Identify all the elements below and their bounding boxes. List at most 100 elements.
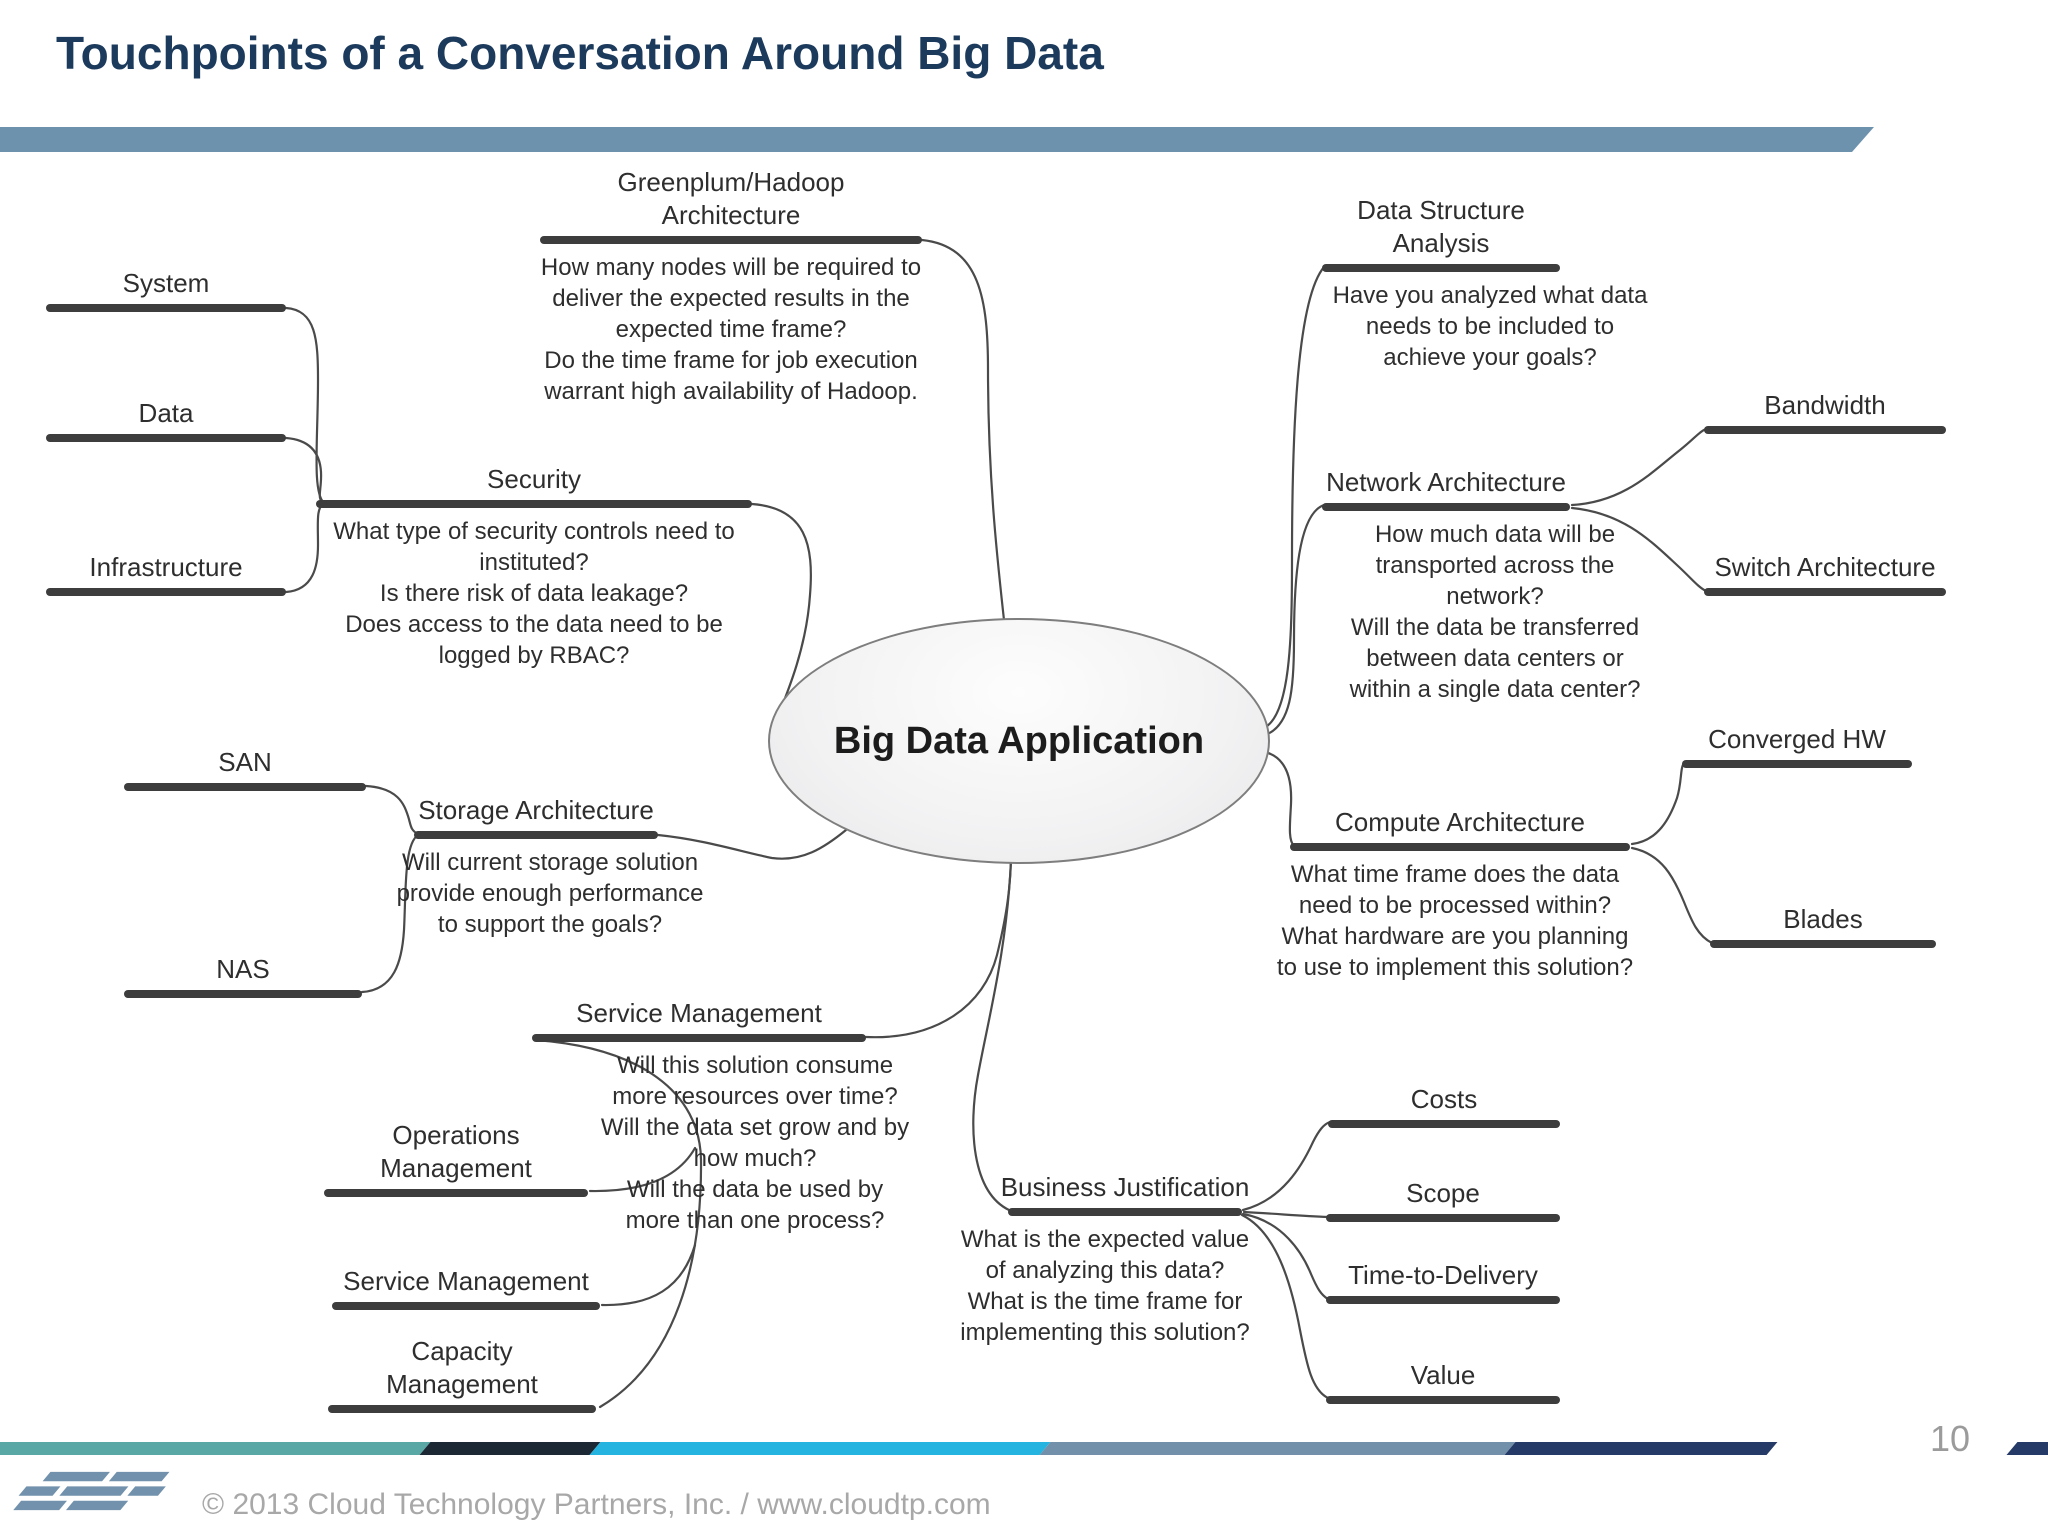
footer-stripe-steel: [1039, 1442, 1516, 1455]
branch-data: Data: [46, 398, 286, 442]
branch-description: How many nodes will be required to deliv…: [540, 254, 922, 405]
branch-label: Greenplum/Hadoop Architecture: [617, 167, 845, 230]
connector-network-bandwidth: [1570, 427, 1708, 507]
connector-bj-scope: [1242, 1210, 1330, 1219]
branch-bar: [1322, 264, 1560, 272]
branch-bar: [1322, 503, 1570, 511]
branch-label: Time-to-Delivery: [1348, 1260, 1538, 1290]
connector-network-switch: [1570, 506, 1708, 593]
branch-bar: [1710, 940, 1936, 948]
branch-description: What type of security controls need to i…: [333, 518, 735, 669]
branch-description: Will this solution consume more resource…: [600, 1052, 910, 1234]
branch-compute-architecture: Compute Architecture What time frame doe…: [1277, 807, 1633, 981]
branch-bar: [414, 831, 658, 839]
central-node: Big Data Application: [768, 618, 1270, 864]
connector-center-servicemgmt: [864, 858, 1013, 1039]
branch-security: Security What type of security controls …: [316, 464, 752, 669]
branch-bar: [124, 990, 362, 998]
branch-operations-management: Operations Management: [324, 1120, 588, 1197]
branch-label: Switch Architecture: [1714, 552, 1936, 582]
connector-nas-storage: [360, 833, 420, 994]
connector-center-datastructure: [1262, 265, 1326, 730]
branch-label: Value: [1410, 1360, 1476, 1390]
footer-stripe-navy-corner: [2006, 1442, 2048, 1455]
connector-system-security: [284, 306, 326, 505]
branch-bar: [1328, 1120, 1560, 1128]
branch-bar: [532, 1034, 866, 1042]
connector-greenplum-center: [920, 238, 1006, 622]
branch-capacity-management: Capacity Management: [328, 1336, 596, 1413]
branch-label: NAS: [216, 954, 270, 984]
branch-nas: NAS: [124, 954, 362, 998]
connector-center-compute: [1263, 750, 1296, 848]
branch-label: Capacity Management: [386, 1336, 538, 1399]
branch-costs: Costs: [1328, 1084, 1560, 1128]
branch-description: What time frame does the data need to be…: [1276, 861, 1634, 981]
branch-blades: Blades: [1710, 904, 1936, 948]
branch-label: Costs: [1410, 1084, 1478, 1114]
connector-operations-servicemgmt: [588, 1146, 697, 1193]
connector-compute-convergedhw: [1630, 761, 1686, 846]
branch-bar: [332, 1302, 600, 1310]
branch-converged-hw: Converged HW: [1682, 724, 1912, 768]
branch-label: SAN: [218, 747, 272, 777]
branch-bar: [1326, 1296, 1560, 1304]
branch-switch-architecture: Switch Architecture: [1704, 552, 1946, 596]
branch-bar: [1704, 426, 1946, 434]
connector-san-storage: [364, 784, 420, 836]
branch-label: Bandwidth: [1764, 390, 1886, 420]
branch-bar: [1704, 588, 1946, 596]
branch-label: Infrastructure: [89, 552, 243, 582]
branch-bar: [46, 588, 286, 596]
connector-servicemgmtsub-servicemgmt: [600, 1243, 697, 1307]
connector-data-security: [284, 436, 326, 505]
page-number: 10: [1929, 1418, 1971, 1459]
branch-label: Compute Architecture: [1334, 807, 1586, 837]
footer-stripe-cyan: [589, 1442, 1051, 1455]
branch-bar: [316, 500, 752, 508]
branch-label: Service Management: [343, 1266, 589, 1296]
branch-label: Security: [487, 464, 581, 494]
branch-bar: [124, 783, 366, 791]
footer-stripe-navy: [1504, 1442, 1778, 1455]
branch-bar: [1682, 760, 1912, 768]
branch-network-architecture: Network Architecture How much data will …: [1322, 467, 1640, 703]
title-underline-bar: [0, 127, 1874, 152]
connector-bj-value: [1240, 1213, 1330, 1400]
branch-label: Operations Management: [380, 1120, 532, 1183]
branch-bar: [328, 1405, 596, 1413]
branch-greenplum-hadoop: Greenplum/Hadoop Architecture How many n…: [540, 167, 922, 405]
branch-bar: [324, 1189, 588, 1197]
branch-bar: [1326, 1396, 1560, 1404]
cloudtp-logo: [13, 1471, 170, 1511]
branch-bandwidth: Bandwidth: [1704, 390, 1946, 434]
branch-bar: [46, 434, 286, 442]
branch-label: Service Management: [576, 998, 822, 1028]
branch-bar: [46, 304, 286, 312]
page-title: Touchpoints of a Conversation Around Big…: [56, 27, 1104, 79]
branch-description: Will current storage solution provide en…: [396, 849, 704, 938]
connector-infrastructure-security: [284, 501, 326, 594]
branch-time-to-delivery: Time-to-Delivery: [1326, 1260, 1560, 1304]
branch-label: Storage Architecture: [418, 795, 654, 825]
branch-bar: [540, 236, 922, 244]
branch-business-justification: Business Justification What is the expec…: [960, 1172, 1250, 1346]
footer-stripe-dark: [419, 1442, 601, 1455]
branch-description: Have you analyzed what data needs to be …: [1332, 282, 1648, 371]
footer-stripe-teal: [0, 1442, 431, 1455]
central-node-label: Big Data Application: [833, 719, 1205, 762]
connector-compute-blades: [1630, 846, 1714, 945]
connector-storage-center: [656, 828, 848, 860]
branch-system: System: [46, 268, 286, 312]
connector-bj-timetodelivery: [1241, 1212, 1330, 1301]
connector-bj-costs: [1241, 1120, 1332, 1212]
footer-stripe-bar: [0, 1442, 2048, 1455]
branch-label: Data Structure Analysis: [1357, 195, 1525, 258]
connector-center-businessjustification: [972, 858, 1013, 1212]
connector-center-network: [1263, 503, 1326, 737]
branch-bar: [1008, 1208, 1242, 1216]
branch-service-management-sub: Service Management: [332, 1266, 600, 1310]
branch-label: Data: [138, 398, 194, 428]
